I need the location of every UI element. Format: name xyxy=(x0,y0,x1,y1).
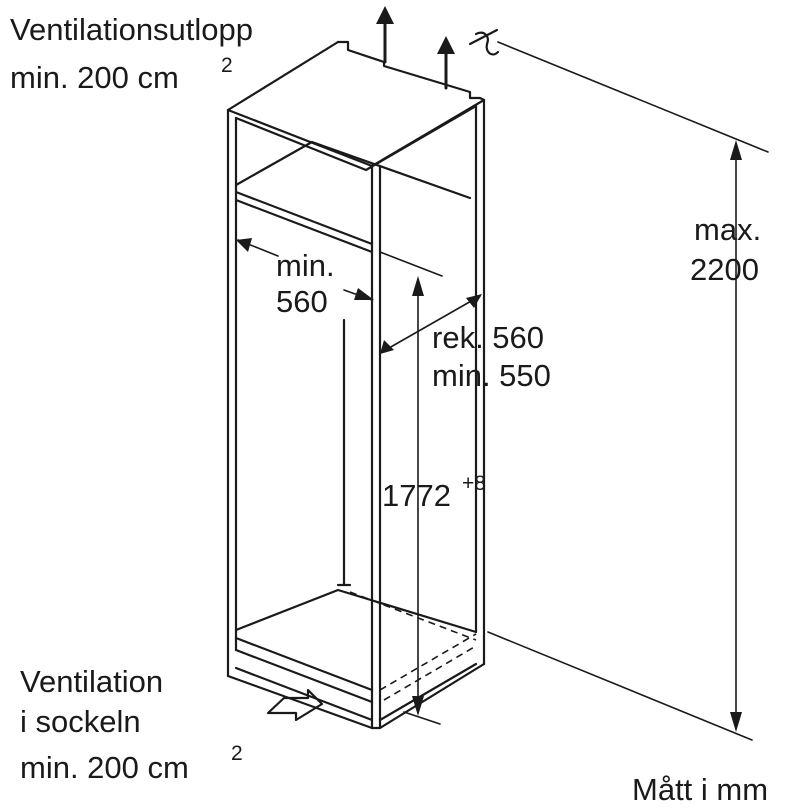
max-height-dimension xyxy=(487,41,769,741)
airflow-out-arrow-2 xyxy=(437,36,455,90)
units-note: Mått i mm xyxy=(632,772,768,807)
depth-dimension xyxy=(380,294,482,354)
bottom-vent-title: Ventilation xyxy=(20,664,163,699)
niche-height-tolerance: +8 xyxy=(462,472,486,495)
top-vent-title: Ventilationsutlopp xyxy=(10,12,253,47)
width-value: 560 xyxy=(276,284,328,319)
depth-recommended: rek. 560 xyxy=(432,320,544,355)
niche-height-value: 1772 xyxy=(382,478,451,513)
width-label: min. xyxy=(276,248,335,283)
niche-height-dimension xyxy=(403,276,441,725)
top-vent-area-superscript: 2 xyxy=(221,54,233,77)
max-height-value: 2200 xyxy=(690,252,759,287)
airflow-out-arrow-1 xyxy=(376,6,394,64)
bottom-vent-area: min. 200 cm xyxy=(20,750,189,785)
max-height-label: max. xyxy=(694,212,761,247)
break-symbol-icon xyxy=(468,28,500,56)
width-dimension xyxy=(236,238,443,301)
airflow-in-arrow xyxy=(266,688,324,722)
top-vent-area: min. 200 cm xyxy=(10,60,179,95)
depth-minimum: min. 550 xyxy=(432,358,551,393)
bottom-vent-area-superscript: 2 xyxy=(231,742,243,765)
bottom-vent-location: i sockeln xyxy=(20,704,141,739)
cabinet xyxy=(226,40,486,730)
